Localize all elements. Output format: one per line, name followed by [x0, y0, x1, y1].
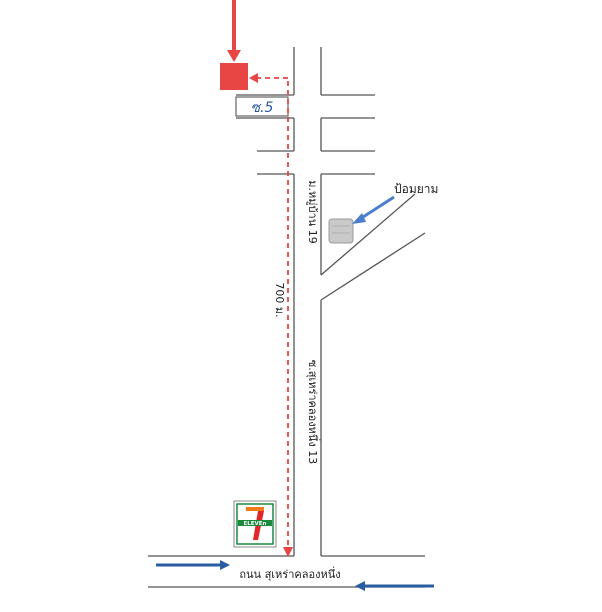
route-arrowhead-marker [249, 73, 258, 83]
route-arrowhead-start [283, 547, 293, 557]
soi-5-label-box: ซ.5 [235, 96, 289, 117]
traffic-arrow-westbound [355, 581, 434, 591]
guard-post-label: ป้อมยาม [394, 182, 438, 196]
distance-label: 700 ม. [273, 282, 286, 317]
seven-eleven-logo: ELEVEn [233, 500, 277, 548]
guard-post-arrow [352, 195, 395, 224]
side-street-label: ม.หมู่บ้าน 19 [306, 180, 319, 243]
guard-post-icon [328, 218, 354, 244]
main-soi-label: ซ.สุเหร่าคลองหนึ่ง 13 [306, 360, 321, 464]
store-logo-text: ELEVEn [244, 521, 267, 527]
route-path [254, 77, 289, 545]
traffic-arrow-eastbound [156, 560, 230, 570]
road-network [148, 47, 426, 588]
main-road-label: ถนน สุเหร่าคลองหนึ่ง [239, 566, 340, 581]
soi-5-label: ซ.5 [251, 100, 274, 116]
destination-marker [220, 0, 248, 90]
